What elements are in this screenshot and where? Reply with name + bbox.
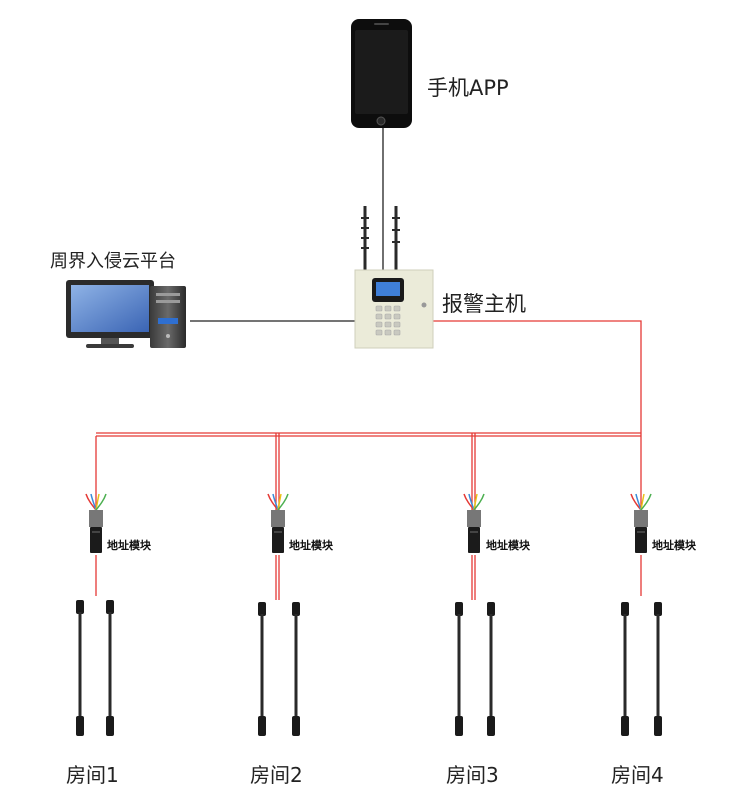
alarm-host-device: [354, 206, 434, 349]
phone-device: [351, 19, 412, 128]
room-label: 房间4: [611, 763, 664, 787]
address-module-4: [630, 493, 652, 553]
alarm-bus: [95, 320, 642, 600]
link-lines: [190, 128, 384, 322]
beam-detector-pair-3: [455, 602, 495, 736]
phone-app-label: 手机APP: [427, 76, 509, 100]
beam-detector-pair-1: [76, 600, 114, 736]
address-module-label: 地址模块: [107, 539, 151, 552]
address-module-3: [463, 493, 485, 553]
alarm-host-label: 报警主机: [442, 292, 526, 316]
address-module-label: 地址模块: [289, 539, 333, 552]
beam-detector-pair-2: [258, 602, 300, 736]
beam-detector-pair-4: [621, 602, 662, 736]
room-label: 房间1: [66, 763, 119, 787]
address-module-label: 地址模块: [652, 539, 696, 552]
platform-label: 周界入侵云平台: [50, 251, 176, 272]
room-label: 房间2: [250, 763, 303, 787]
address-module-label: 地址模块: [486, 539, 530, 552]
room-label: 房间3: [446, 763, 499, 787]
address-module-1: [85, 493, 107, 553]
address-module-2: [267, 493, 289, 553]
computer-icon: [66, 280, 186, 348]
